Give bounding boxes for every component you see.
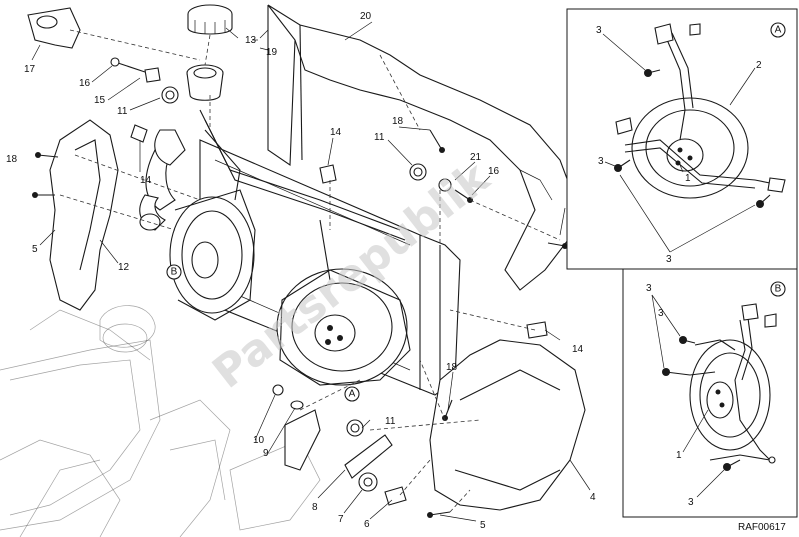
label-6: 6 [364,519,370,530]
label-18-mid: 18 [392,116,404,127]
label-4: 4 [590,492,596,503]
label-8: 8 [312,502,318,513]
inset-b: B 3 3 1 3 [622,268,798,518]
label-18-left: 18 [6,154,18,165]
label-14-left: 14 [140,175,152,186]
inset-a-label-3-top: 3 [596,25,602,36]
inset-a-label-2: 2 [756,60,762,71]
inset-b-label-1: 1 [676,450,682,461]
label-18-bottom: 18 [446,362,458,373]
inset-b-label-3-top: 3 [646,283,652,294]
inset-a-letter: A [775,25,782,36]
label-16-right: 16 [488,166,500,177]
filler-neck [186,64,224,101]
inset-b-label-3-left: 3 [658,308,664,319]
label-12: 12 [118,262,130,273]
label-16: 16 [79,78,91,89]
pointer-lines [31,21,591,522]
right-fan [276,219,411,386]
clip-part [27,7,81,49]
left-duct-panel [49,119,119,311]
label-14-mid: 14 [330,127,342,138]
drawing-code: RAF00617 [738,522,786,533]
label-20: 20 [360,11,372,22]
fasteners [32,57,568,518]
label-14-right: 14 [572,344,584,355]
radiator-shroud [267,4,576,291]
label-5-left: 5 [32,244,38,255]
label-10: 10 [253,435,265,446]
label-11-bottom: 11 [385,416,396,427]
callout-b-letter: B [171,267,178,278]
label-11-left: 11 [117,106,128,117]
inset-a: A 3 2 3 1 3 [566,8,798,270]
inset-a-label-1: 1 [685,173,691,184]
label-11-mid: 11 [374,132,385,143]
label-5-bottom: 5 [480,520,486,531]
inset-b-label-3-bottom: 3 [688,497,694,508]
label-19: 19 [266,47,278,58]
left-fan [169,129,256,321]
background-frame [0,305,321,537]
inset-b-letter: B [775,284,782,295]
inset-a-label-3-bottom: 3 [666,254,672,265]
label-7: 7 [338,514,344,525]
label-9: 9 [263,448,269,459]
callout-b-main: B [166,264,182,280]
label-15: 15 [94,95,106,106]
callout-a-letter: A [349,389,356,400]
label-13: 13 [245,35,257,46]
part-labels: 20 13 19 17 16 15 11 18 14 5 12 14 11 18… [6,11,596,531]
callout-a-main: A [344,386,360,402]
label-21: 21 [470,152,482,163]
expansion-cap [187,4,233,35]
label-17: 17 [24,64,36,75]
hose-bracket [139,109,406,241]
leader-lines [59,29,561,513]
inset-a-label-3-left: 3 [598,156,604,167]
